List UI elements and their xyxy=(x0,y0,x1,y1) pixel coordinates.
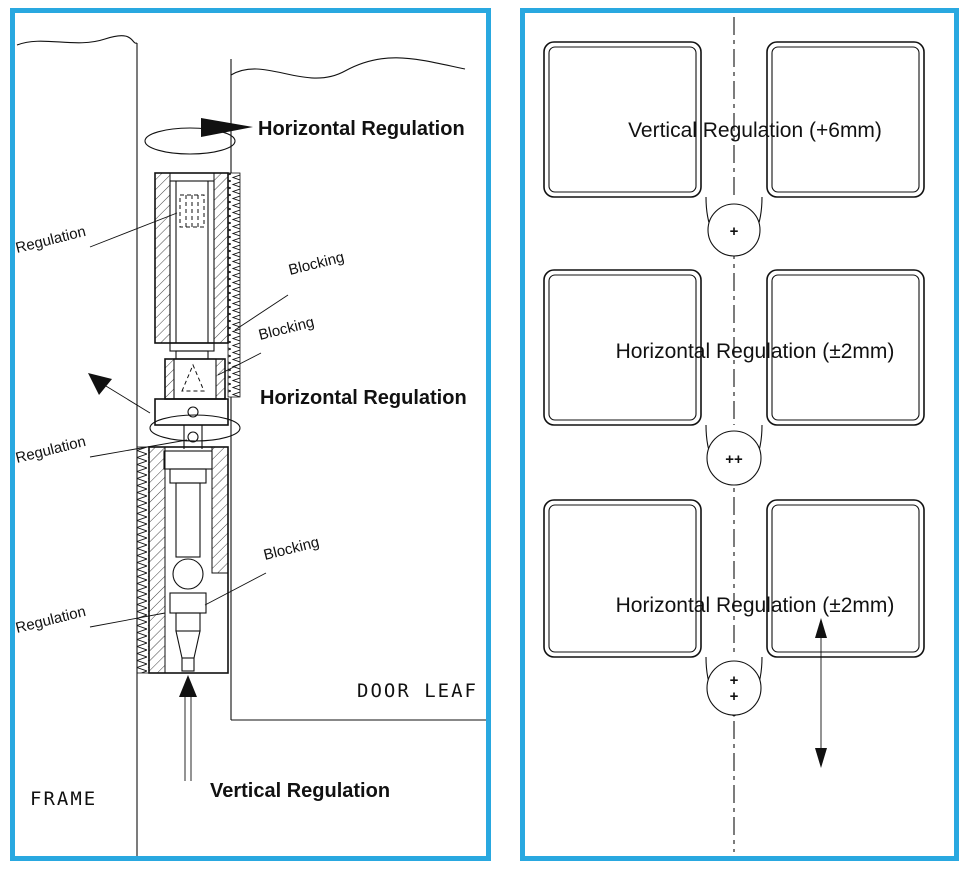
frame-label: FRAME xyxy=(30,788,97,810)
annotation-leaders xyxy=(89,212,289,628)
row3-label: Horizontal Regulation (±2mm) xyxy=(616,594,895,617)
hinge-lower-body xyxy=(136,446,229,674)
knuckle-mark: + xyxy=(730,223,739,240)
diagram-row-vertical: + Vertical Regulation (+6mm) xyxy=(543,41,925,257)
door-leaf-drawing xyxy=(230,57,486,721)
regulation-label-bottom: Regulation xyxy=(15,603,88,637)
top-horizontal-regulation-label: Horizontal Regulation xyxy=(258,118,465,140)
row1-label: Vertical Regulation (+6mm) xyxy=(628,119,882,142)
hinge-collar xyxy=(164,358,226,400)
hinge-section-panel: Horizontal Regulation Horizontal Regulat… xyxy=(10,8,491,861)
regulation-label-mid: Regulation xyxy=(15,433,88,467)
blocking-label-mid: Blocking xyxy=(257,314,316,344)
blocking-label-bottom: Blocking xyxy=(262,534,321,564)
knuckle-circle xyxy=(706,430,762,486)
mid-horizontal-regulation-label: Horizontal Regulation xyxy=(260,387,467,409)
knuckle-mark-top: + xyxy=(730,672,739,689)
vertical-regulation-arrow-icon xyxy=(179,675,197,781)
rotation-indicator-middle xyxy=(88,373,241,442)
hinge-plate xyxy=(154,398,229,449)
horizontal-arrow-middle-icon xyxy=(88,373,112,395)
door-leaf-label: DOOR LEAF xyxy=(357,680,478,702)
vertical-travel-arrow-icon xyxy=(815,618,827,768)
knuckle-circle xyxy=(707,203,761,257)
regulation-label-top: Regulation xyxy=(15,223,88,257)
hinge-mechanism xyxy=(136,172,241,674)
hinge-regulation-drawing: + Vertical Regulation (+6mm) ++ Horizont… xyxy=(543,17,925,852)
diagram-row-horizontal-2: + + Horizontal Regulation (±2mm) xyxy=(543,499,925,768)
knuckle-circle xyxy=(706,660,762,716)
hinge-upper-body xyxy=(154,172,241,398)
row2-label: Horizontal Regulation (±2mm) xyxy=(616,340,895,363)
hinge-section-drawing: Horizontal Regulation Horizontal Regulat… xyxy=(15,35,486,856)
vertical-regulation-label: Vertical Regulation xyxy=(210,780,390,802)
blocking-label-top: Blocking xyxy=(287,249,346,279)
hinge-regulation-panel: + Vertical Regulation (+6mm) ++ Horizont… xyxy=(520,8,959,861)
knuckle-mark-bottom: + xyxy=(730,688,739,705)
knuckle-mark: ++ xyxy=(725,451,743,468)
horizontal-arrow-top-icon xyxy=(201,118,253,137)
rotation-indicator-top xyxy=(144,118,253,155)
diagram-row-horizontal-1: ++ Horizontal Regulation (±2mm) xyxy=(543,269,925,486)
